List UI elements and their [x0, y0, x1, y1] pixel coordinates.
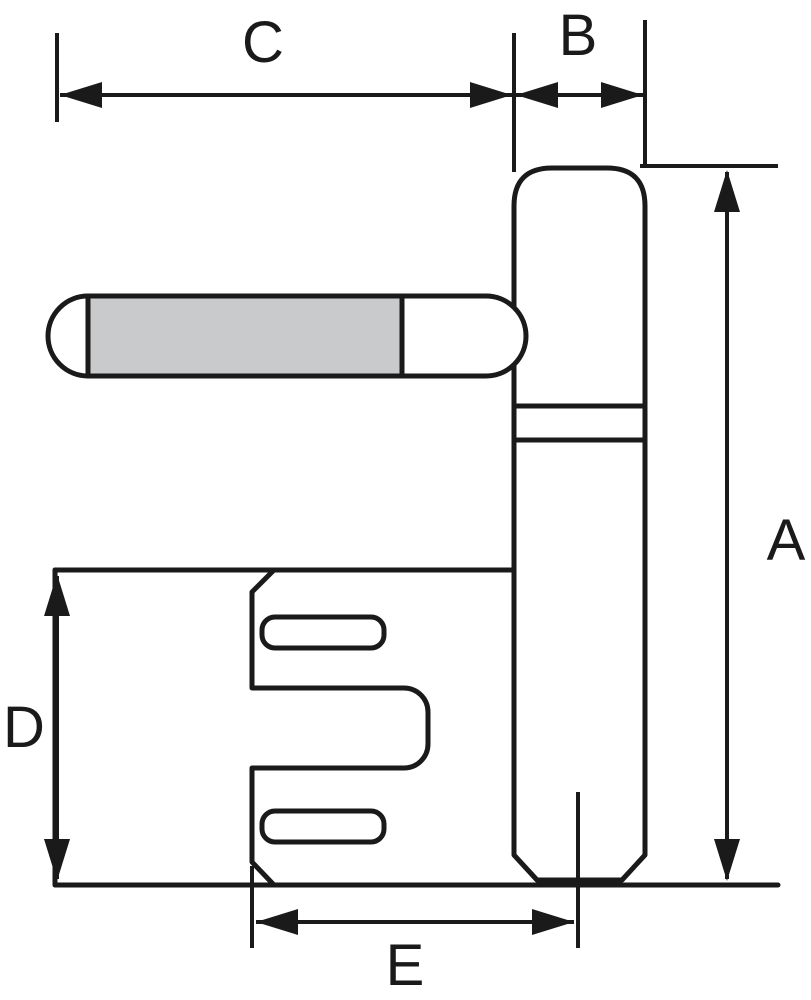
dimension-a-arrow-bottom	[714, 839, 740, 881]
dimension-c: C	[55, 10, 516, 172]
dimension-b-arrow-left	[516, 82, 558, 108]
dimension-a-arrow-top	[714, 170, 740, 212]
barrel-outline	[511, 165, 648, 883]
leaf-slot-upper	[259, 614, 387, 651]
leaf-inner-profile	[249, 567, 431, 888]
pin-shaft-gray	[85, 293, 405, 379]
dimension-label-b: B	[559, 3, 598, 68]
dimension-a: A	[640, 164, 806, 881]
hinge-barrel	[511, 165, 648, 883]
dimension-label-a: A	[767, 508, 806, 573]
dimension-d: D	[3, 574, 70, 881]
dimension-b: B	[516, 3, 647, 168]
dimension-c-arrow-left	[60, 82, 102, 108]
dimension-c-arrow-right	[470, 82, 512, 108]
dimension-e-arrow-right	[532, 909, 574, 935]
dimension-e-arrow-left	[256, 909, 298, 935]
dimension-label-c: C	[242, 10, 284, 75]
dimension-label-d: D	[3, 695, 45, 760]
dimension-label-e: E	[386, 933, 425, 998]
leaf-slot-lower	[259, 808, 387, 845]
dimension-d-arrow-top	[44, 574, 70, 616]
dimension-d-arrow-bottom	[44, 839, 70, 881]
hinge-pin	[45, 293, 529, 379]
mounting-leaf	[52, 567, 781, 888]
dimension-e: E	[250, 792, 580, 998]
dimension-b-arrow-right	[601, 82, 643, 108]
